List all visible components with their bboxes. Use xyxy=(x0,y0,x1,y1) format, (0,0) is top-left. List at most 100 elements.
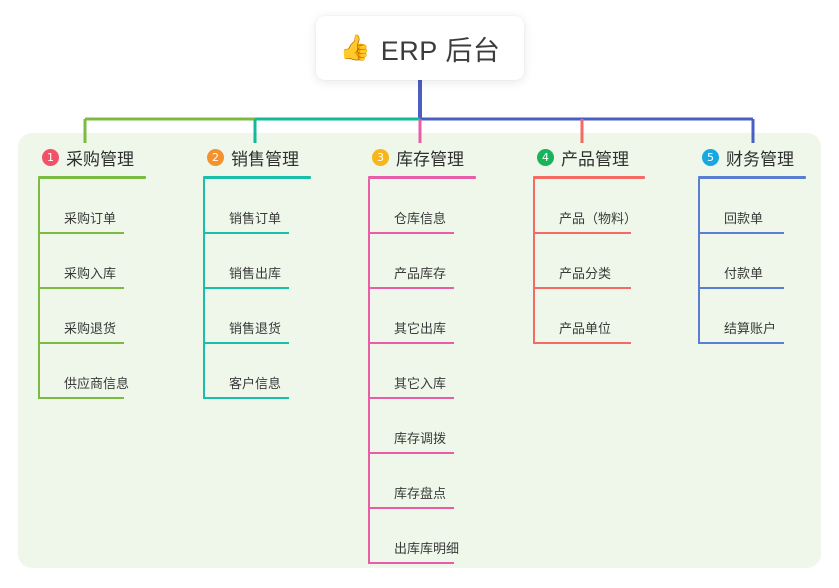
leaf-item-label: 采购入库 xyxy=(64,266,117,281)
leaf-item[interactable]: 结算账户 xyxy=(698,289,839,344)
leaf-item-rule xyxy=(38,397,124,399)
leaf-item[interactable]: 销售退货 xyxy=(203,289,353,344)
leaf-item[interactable]: 库存盘点 xyxy=(368,454,518,509)
leaf-item-label: 采购订单 xyxy=(64,211,117,226)
leaf-item-rule xyxy=(368,507,454,509)
leaf-item-rule xyxy=(38,232,124,234)
leaf-item-label: 其它出库 xyxy=(394,321,447,336)
leaf-item[interactable]: 采购退货 xyxy=(38,289,188,344)
column-header-rule xyxy=(368,176,476,179)
column-header-finance[interactable]: 5 财务管理 xyxy=(698,144,839,170)
leaf-list: 回款单付款单结算账户 xyxy=(698,179,839,344)
leaf-item-rule xyxy=(533,342,631,344)
column-header-rule xyxy=(203,176,311,179)
leaf-item-label: 产品（物料） xyxy=(559,211,638,226)
leaf-item[interactable]: 仓库信息 xyxy=(368,179,518,234)
column-title: 财务管理 xyxy=(726,149,794,169)
badge-number-icon: 3 xyxy=(372,148,389,166)
leaf-item-label: 库存盘点 xyxy=(394,486,447,501)
column-header-rule xyxy=(533,176,645,179)
leaf-list: 仓库信息产品库存其它出库其它入库库存调拨库存盘点出库库明细 xyxy=(368,179,518,564)
leaf-item-label: 付款单 xyxy=(724,266,764,281)
leaf-item-rule xyxy=(368,232,454,234)
column-spine xyxy=(368,179,370,564)
leaf-item[interactable]: 付款单 xyxy=(698,234,839,289)
column-title: 采购管理 xyxy=(66,149,134,169)
leaf-item-label: 仓库信息 xyxy=(394,211,447,226)
leaf-item[interactable]: 产品单位 xyxy=(533,289,693,344)
leaf-item-label: 销售退货 xyxy=(229,321,282,336)
leaf-item[interactable]: 销售订单 xyxy=(203,179,353,234)
leaf-item-rule xyxy=(203,232,289,234)
leaf-item[interactable]: 产品分类 xyxy=(533,234,693,289)
leaf-item-rule xyxy=(368,287,454,289)
leaf-item[interactable]: 产品库存 xyxy=(368,234,518,289)
column-header-rule xyxy=(38,176,146,179)
leaf-item-label: 产品分类 xyxy=(559,266,612,281)
leaf-item-label: 其它入库 xyxy=(394,376,447,391)
column-title: 销售管理 xyxy=(231,149,299,169)
badge-number-icon: 4 xyxy=(537,148,554,166)
leaf-item-label: 产品单位 xyxy=(559,321,612,336)
column-spine xyxy=(698,179,700,344)
column-spine xyxy=(533,179,535,344)
leaf-item-rule xyxy=(368,397,454,399)
column-header-rule xyxy=(698,176,806,179)
leaf-list: 采购订单采购入库采购退货供应商信息 xyxy=(38,179,188,399)
column-header-inventory[interactable]: 3 库存管理 xyxy=(368,144,518,170)
leaf-item-label: 回款单 xyxy=(724,211,764,226)
root-node-content: 👍 ERP 后台 xyxy=(340,29,501,68)
leaf-item-label: 产品库存 xyxy=(394,266,447,281)
root-title: ERP 后台 xyxy=(380,35,501,66)
leaf-item-rule xyxy=(698,232,784,234)
leaf-item-rule xyxy=(698,287,784,289)
badge-number-icon: 5 xyxy=(702,148,719,166)
leaf-item[interactable]: 采购入库 xyxy=(38,234,188,289)
leaf-item-rule xyxy=(38,342,124,344)
content-panel xyxy=(18,133,821,568)
column-inventory: 3 库存管理仓库信息产品库存其它出库其它入库库存调拨库存盘点出库库明细 xyxy=(368,144,518,564)
leaf-item-rule xyxy=(533,287,631,289)
leaf-item-label: 供应商信息 xyxy=(64,376,130,391)
leaf-item-label: 销售出库 xyxy=(229,266,282,281)
leaf-item-label: 结算账户 xyxy=(724,321,777,336)
leaf-item[interactable]: 供应商信息 xyxy=(38,344,188,399)
leaf-item-rule xyxy=(38,287,124,289)
column-title: 产品管理 xyxy=(561,149,629,169)
leaf-item[interactable]: 采购订单 xyxy=(38,179,188,234)
column-title: 库存管理 xyxy=(396,149,464,169)
column-header-purchasing[interactable]: 1 采购管理 xyxy=(38,144,188,170)
leaf-item-rule xyxy=(368,562,454,564)
leaf-item[interactable]: 客户信息 xyxy=(203,344,353,399)
root-node[interactable]: 👍 ERP 后台 xyxy=(316,16,524,80)
leaf-item-label: 出库库明细 xyxy=(394,541,460,556)
leaf-item-rule xyxy=(698,342,784,344)
column-header-product[interactable]: 4 产品管理 xyxy=(533,144,693,170)
leaf-item-label: 库存调拨 xyxy=(394,431,447,446)
leaf-item-rule xyxy=(203,287,289,289)
leaf-item[interactable]: 产品（物料） xyxy=(533,179,693,234)
column-header-sales[interactable]: 2 销售管理 xyxy=(203,144,353,170)
badge-number-icon: 2 xyxy=(207,148,224,166)
leaf-item[interactable]: 出库库明细 xyxy=(368,509,518,564)
leaf-item[interactable]: 库存调拨 xyxy=(368,399,518,454)
column-sales: 2 销售管理销售订单销售出库销售退货客户信息 xyxy=(203,144,353,399)
column-product: 4 产品管理产品（物料） 产品分类产品单位 xyxy=(533,144,693,344)
column-purchasing: 1 采购管理采购订单采购入库采购退货供应商信息 xyxy=(38,144,188,399)
leaf-item-rule xyxy=(533,232,631,234)
leaf-item[interactable]: 销售出库 xyxy=(203,234,353,289)
leaf-list: 产品（物料） 产品分类产品单位 xyxy=(533,179,693,344)
leaf-item[interactable]: 其它出库 xyxy=(368,289,518,344)
leaf-item[interactable]: 其它入库 xyxy=(368,344,518,399)
leaf-item-rule xyxy=(203,342,289,344)
leaf-item-label: 销售订单 xyxy=(229,211,282,226)
column-spine xyxy=(203,179,205,399)
badge-number-icon: 1 xyxy=(42,148,59,166)
leaf-list: 销售订单销售出库销售退货客户信息 xyxy=(203,179,353,399)
leaf-item[interactable]: 回款单 xyxy=(698,179,839,234)
leaf-item-label: 采购退货 xyxy=(64,321,117,336)
thumbs-up-icon: 👍 xyxy=(339,33,371,62)
column-spine xyxy=(38,179,40,399)
